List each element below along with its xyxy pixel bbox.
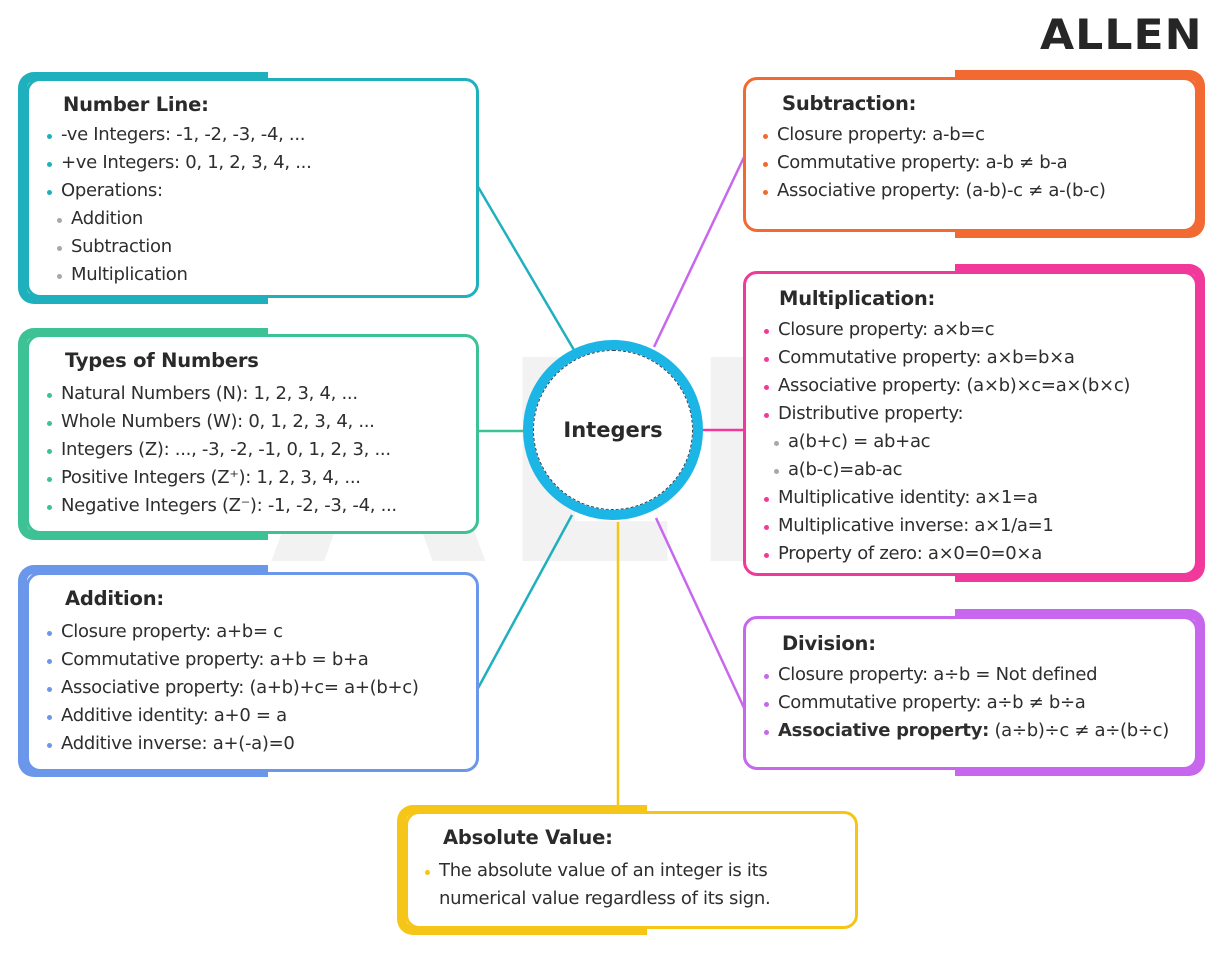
division-title: Division: [782,632,876,655]
division-accent [955,609,1205,776]
number-line-accent [18,72,268,304]
multiplication-title: Multiplication: [779,287,936,310]
absolute-value-box: Absolute Value: The absolute value of an… [405,811,858,929]
sub-list-item: Multiplication [47,261,312,289]
item-label: Closure property: [778,664,928,685]
list-item: Natural Numbers (N): 1, 2, 3, 4, ... [47,380,397,408]
list-item: Property of zero: a×0=0=0×a [764,540,1130,568]
allen-logo: ALLEN [1040,10,1203,59]
absolute-accent [397,805,647,935]
center-node: Integers [523,340,703,520]
list-item: Additive inverse: a+(-a)=0 [47,730,419,758]
types-accent [18,328,268,540]
number-line-box: Number Line: -ve Integers: -1, -2, -3, -… [26,78,479,298]
addition-title: Addition: [65,587,164,610]
list-item: Closure property: a-b=c [763,121,1106,149]
connector-number-line [475,184,576,351]
multiplication-box: Multiplication: Closure property: a×b=c … [743,271,1198,576]
list-item: Closure property: a+b= c [47,618,419,646]
list-item: Distributive property: [764,400,1130,428]
item-label: Commutative property: [778,692,982,713]
sub-list-item: a(b-c)=ab-ac [764,456,1130,484]
list-item: Closure property: a×b=c [764,316,1130,344]
list-item: Commutative property: a÷b ≠ b÷a [764,689,1169,717]
multiplication-list: Closure property: a×b=c Commutative prop… [764,316,1130,568]
list-item: Commutative property: a-b ≠ b-a [763,149,1106,177]
sub-list-item: Addition [47,205,312,233]
list-item: Whole Numbers (W): 0, 1, 2, 3, 4, ... [47,408,397,436]
number-line-title: Number Line: [63,93,209,116]
addition-list: Closure property: a+b= c Commutative pro… [47,618,419,758]
connector-addition [475,514,574,691]
connector-division [654,517,747,711]
list-item: The absolute value of an integer is its … [425,857,845,913]
sub-list-item: a(b+c) = ab+ac [764,428,1130,456]
item-value: (a÷b)÷c ≠ a÷(b÷c) [989,720,1170,741]
list-item: Operations: [47,177,312,205]
list-item: Positive Integers (Z⁺): 1, 2, 3, 4, ... [47,464,397,492]
division-box: Division: Closure property: a÷b = Not de… [743,616,1198,770]
subtraction-title: Subtraction: [782,92,917,115]
center-label: Integers [563,418,663,442]
types-list: Natural Numbers (N): 1, 2, 3, 4, ... Who… [47,380,397,520]
list-item: Multiplicative identity: a×1=a [764,484,1130,512]
subtraction-accent [955,70,1205,238]
list-item: Commutative property: a+b = b+a [47,646,419,674]
list-item: Closure property: a÷b = Not defined [764,661,1169,689]
division-list: Closure property: a÷b = Not defined Comm… [764,661,1169,745]
center-dashed-ring: Integers [533,350,693,510]
sub-list-item: Subtraction [47,233,312,261]
list-item: Commutative property: a×b=b×a [764,344,1130,372]
list-item: Additive identity: a+0 = a [47,702,419,730]
list-item: Associative property: (a-b)-c ≠ a-(b-c) [763,177,1106,205]
list-item: Associative property: (a×b)×c=a×(b×c) [764,372,1130,400]
absolute-title: Absolute Value: [443,826,613,849]
list-item: Negative Integers (Z⁻): -1, -2, -3, -4, … [47,492,397,520]
item-label-bold: Associative property: [778,720,990,741]
subtraction-list: Closure property: a-b=c Commutative prop… [763,121,1106,205]
list-item: Associative property: (a+b)+c= a+(b+c) [47,674,419,702]
list-item: Integers (Z): ..., -3, -2, -1, 0, 1, 2, … [47,436,397,464]
absolute-list: The absolute value of an integer is its … [425,857,845,913]
subtraction-box: Subtraction: Closure property: a-b=c Com… [743,77,1198,232]
connector-subtraction [652,154,747,348]
item-value: a÷b = Not defined [927,664,1098,685]
list-item: Multiplicative inverse: a×1/a=1 [764,512,1130,540]
list-item: Associative property: (a÷b)÷c ≠ a÷(b÷c) [764,717,1169,745]
types-title: Types of Numbers [65,349,259,372]
addition-accent [18,565,268,777]
addition-box: Addition: Closure property: a+b= c Commu… [26,572,479,772]
list-item: -ve Integers: -1, -2, -3, -4, ... [47,121,312,149]
list-item: +ve Integers: 0, 1, 2, 3, 4, ... [47,149,312,177]
item-value: a÷b ≠ b÷a [981,692,1086,713]
multiplication-accent [955,264,1205,582]
types-of-numbers-box: Types of Numbers Natural Numbers (N): 1,… [26,334,479,534]
number-line-list: -ve Integers: -1, -2, -3, -4, ... +ve In… [47,121,312,289]
